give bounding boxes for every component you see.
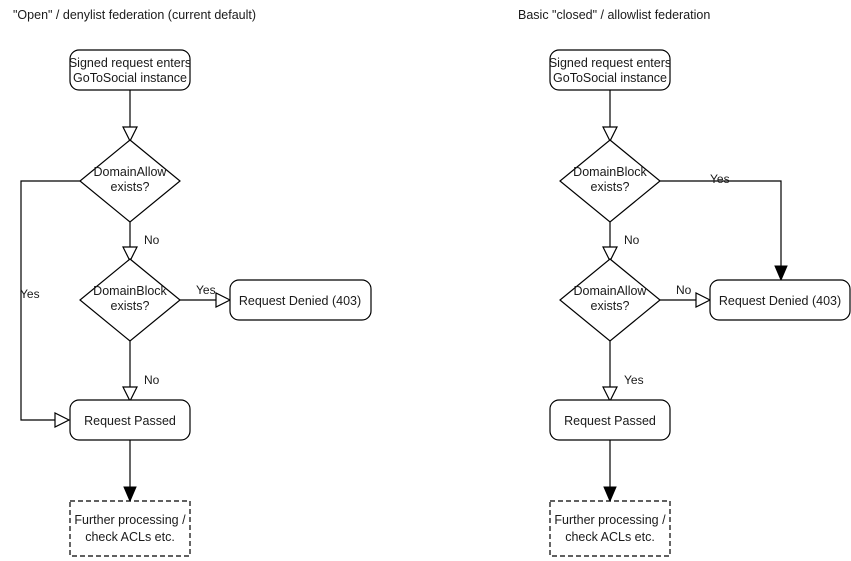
- node-further-processing-right-shape: [549, 500, 671, 557]
- edge-passed-to-further-left: [123, 440, 137, 503]
- node-further-processing-right-line2: check ACLs etc.: [565, 530, 655, 544]
- node-request-passed-left: Request Passed: [69, 399, 191, 441]
- edge-domainblock-no-left: No: [122, 341, 160, 403]
- edge-label-domainblock-no-left: No: [144, 373, 160, 387]
- node-decision-domainallow-right-line2: exists?: [591, 299, 630, 313]
- node-request-passed-right-label: Request Passed: [564, 414, 656, 428]
- node-decision-domainallow-right-line1: DomainAllow: [574, 284, 648, 298]
- node-decision-domainblock-right-line1: DomainBlock: [573, 165, 647, 179]
- node-request-passed-left-label: Request Passed: [84, 414, 176, 428]
- node-request-denied-right-shape: [709, 279, 851, 321]
- node-decision-domainallow-left: DomainAllow exists?: [79, 139, 181, 223]
- node-entry-right-line1: Signed request enters: [549, 56, 671, 70]
- edge-label-domainallow-yes-right: Yes: [624, 373, 644, 387]
- edge-domainblock-yes-left: Yes: [180, 283, 232, 308]
- edge-passed-to-further-right: [603, 440, 617, 503]
- node-entry-left: Signed request enters GoToSocial instanc…: [69, 49, 191, 91]
- edge-label-domainallow-no-right: No: [676, 283, 692, 297]
- node-entry-left-line1: Signed request enters: [69, 56, 191, 70]
- node-decision-domainblock-right-line2: exists?: [591, 180, 630, 194]
- node-further-processing-left-shape: [69, 500, 191, 557]
- node-decision-domainblock-left: DomainBlock exists?: [79, 258, 181, 342]
- edge-label-domainblock-yes-right: Yes: [710, 172, 730, 186]
- node-decision-domainallow-left-line1: DomainAllow: [94, 165, 168, 179]
- edge-domainallow-no-right: No: [660, 283, 712, 308]
- edge-domainblock-yes-right: Yes: [660, 172, 788, 282]
- edge-domainallow-yes-right: Yes: [602, 341, 644, 403]
- node-entry-left-line2: GoToSocial instance: [73, 71, 187, 85]
- node-entry-right: Signed request enters GoToSocial instanc…: [549, 49, 671, 91]
- node-further-processing-left-line2: check ACLs etc.: [85, 530, 175, 544]
- edge-domainallow-yes-left: Yes: [20, 180, 80, 428]
- node-request-denied-left-label: Request Denied (403): [239, 294, 361, 308]
- node-decision-domainblock-left-line1: DomainBlock: [93, 284, 167, 298]
- node-further-processing-left: Further processing / check ACLs etc.: [69, 500, 191, 557]
- node-request-denied-right: Request Denied (403): [709, 279, 851, 321]
- node-further-processing-right-line1: Further processing /: [554, 513, 666, 527]
- edge-label-domainallow-yes-left: Yes: [20, 287, 40, 301]
- node-request-passed-right: Request Passed: [549, 399, 671, 441]
- node-request-denied-left: Request Denied (403): [229, 279, 372, 321]
- edge-label-domainallow-no-left: No: [144, 233, 160, 247]
- node-decision-domainallow-left-line2: exists?: [111, 180, 150, 194]
- edge-domainblock-no-right: No: [602, 222, 640, 263]
- edge-domainallow-no-left: No: [122, 222, 160, 263]
- edge-label-domainblock-yes-left: Yes: [196, 283, 216, 297]
- edge-entry-to-domainallow-left: [122, 90, 138, 143]
- node-entry-right-line2: GoToSocial instance: [553, 71, 667, 85]
- column-title-open-denylist: "Open" / denylist federation (current de…: [13, 8, 256, 22]
- edge-label-domainblock-no-right: No: [624, 233, 640, 247]
- node-request-denied-right-label: Request Denied (403): [719, 294, 841, 308]
- node-further-processing-right: Further processing / check ACLs etc.: [549, 500, 671, 557]
- node-decision-domainallow-right: DomainAllow exists?: [559, 258, 661, 342]
- edge-entry-to-domainblock-right: [602, 90, 618, 143]
- node-decision-domainblock-right: DomainBlock exists?: [559, 139, 661, 223]
- node-request-denied-left-shape: [229, 279, 372, 321]
- column-title-closed-allowlist: Basic "closed" / allowlist federation: [518, 8, 710, 22]
- node-further-processing-left-line1: Further processing /: [74, 513, 186, 527]
- node-decision-domainblock-left-line2: exists?: [111, 299, 150, 313]
